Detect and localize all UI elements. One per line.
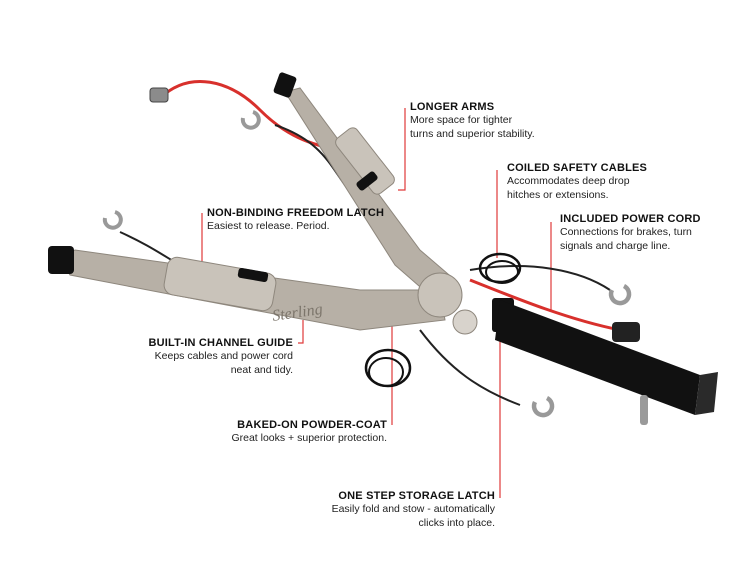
- hook-left: [102, 210, 123, 230]
- safety-cable-lower: [419, 329, 521, 406]
- callout-line: Easiest to release. Period.: [207, 220, 330, 232]
- leader-longer-arms: [398, 108, 406, 191]
- callout-freedom-latch: NON-BINDING FREEDOM LATCH Easiest to rel…: [207, 207, 384, 233]
- callout-channel-guide: BUILT-IN CHANNEL GUIDE Keeps cables and …: [148, 337, 293, 377]
- callout-title: ONE STEP STORAGE LATCH: [338, 490, 495, 502]
- upper-end-bracket: [273, 72, 297, 98]
- callout-line: signals and charge line.: [560, 240, 671, 252]
- lower-arm-sleeve: [163, 256, 277, 312]
- callout-desc: More space for tighter turns and superio…: [410, 113, 535, 141]
- callout-desc: Connections for brakes, turn signals and…: [560, 225, 701, 253]
- upper-arm-sleeve: [335, 127, 395, 195]
- callout-desc: Easiest to release. Period.: [207, 219, 384, 233]
- hook-upper: [240, 110, 261, 130]
- apex-pivot: [417, 272, 463, 318]
- callout-powder-coat: BAKED-ON POWDER-COAT Great looks + super…: [231, 419, 387, 445]
- safety-cable-right: [469, 265, 611, 291]
- callout-title: BAKED-ON POWDER-COAT: [237, 419, 387, 431]
- callout-longer-arms: LONGER ARMS More space for tighter turns…: [410, 101, 535, 141]
- callout-line: clicks into place.: [418, 517, 495, 529]
- plug-connector: [149, 87, 169, 103]
- callout-title: COILED SAFETY CABLES: [507, 162, 648, 174]
- callout-line: Accommodates deep drop: [507, 175, 630, 187]
- callout-desc: Accommodates deep drop hitches or extens…: [507, 174, 647, 202]
- callout-coiled-cables: COILED SAFETY CABLES Accommodates deep d…: [507, 162, 647, 202]
- pivot-bolt: [452, 309, 478, 335]
- callout-title: BUILT-IN CHANNEL GUIDE: [148, 337, 293, 349]
- coiled-cable-lower-2: [368, 357, 404, 387]
- plug-connector-front: [612, 322, 640, 342]
- receiver-pin: [640, 395, 648, 425]
- lower-end-bracket: [48, 246, 74, 274]
- callout-storage-latch: ONE STEP STORAGE LATCH Easily fold and s…: [332, 490, 495, 530]
- lower-arm-latch: [237, 267, 269, 283]
- callout-line: neat and tidy.: [230, 364, 293, 376]
- callout-desc: Keeps cables and power cord neat and tid…: [148, 349, 293, 377]
- callout-line: Connections for brakes, turn: [560, 226, 692, 238]
- receiver-tube-face: [695, 372, 718, 415]
- callout-line: Keeps cables and power cord: [154, 350, 293, 362]
- callout-desc: Great looks + superior protection.: [231, 431, 387, 445]
- leader-lines: [201, 108, 552, 498]
- leader-channel-guide: [298, 320, 304, 344]
- callout-title: INCLUDED POWER CORD: [560, 213, 701, 225]
- power-cord-front: [469, 278, 621, 332]
- callout-desc: Easily fold and stow - automatically cli…: [332, 502, 495, 530]
- upper-arm-latch: [356, 171, 378, 191]
- hook-right: [608, 283, 632, 306]
- callout-line: Great looks + superior protection.: [231, 432, 387, 444]
- callout-line: More space for tighter: [410, 114, 513, 126]
- hook-lower: [531, 395, 555, 418]
- coiled-cable-right-2: [485, 260, 519, 284]
- callout-power-cord: INCLUDED POWER CORD Connections for brak…: [560, 213, 701, 253]
- callout-line: hitches or extensions.: [507, 189, 609, 201]
- callout-line: Easily fold and stow - automatically: [331, 503, 495, 515]
- receiver-tube: [495, 300, 700, 415]
- callout-title: LONGER ARMS: [410, 101, 495, 113]
- callout-title: NON-BINDING FREEDOM LATCH: [207, 207, 385, 219]
- callout-line: turns and superior stability.: [410, 128, 535, 140]
- brand-script: Sterling: [271, 301, 324, 325]
